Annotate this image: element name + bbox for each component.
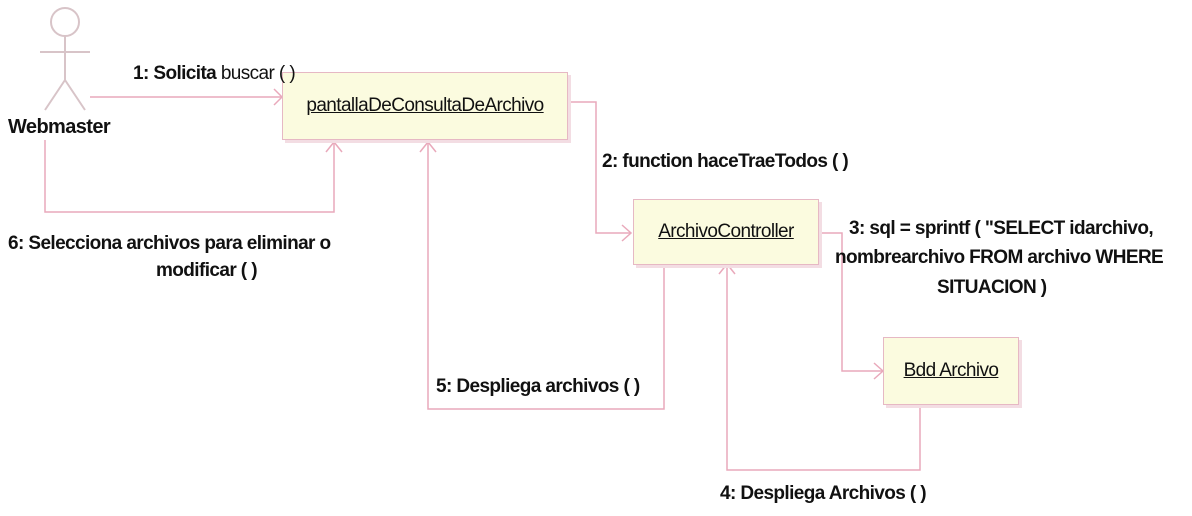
message-3-line-3: SITUACION ) — [937, 277, 1047, 298]
message-6-line-1: 6: Selecciona archivos para eliminar o — [8, 233, 331, 254]
object-controller-label: ArchivoController — [658, 221, 794, 242]
link-pantalla-controller — [566, 101, 633, 242]
message-2: 2: function haceTraeTodos ( ) — [602, 151, 849, 172]
actor-name: Webmaster — [8, 116, 111, 138]
link-actor-pantalla — [90, 88, 284, 106]
object-pantalla-label: pantallaDeConsultaDeArchivo — [306, 95, 544, 116]
link-return-pantalla — [44, 140, 343, 213]
object-pantalla[interactable]: pantallaDeConsultaDeArchivo — [282, 72, 568, 140]
object-bdd-label: Bdd Archivo — [903, 360, 999, 381]
object-bdd-archivo[interactable]: Bdd Archivo — [883, 337, 1019, 405]
message-1-prefix: 1: Solicita — [133, 63, 221, 84]
link-controller-pantalla — [419, 140, 665, 410]
message-1: 1: Solicita buscar ( ) — [133, 63, 296, 85]
message-4: 4: Despliega Archivos ( ) — [720, 483, 927, 504]
message-3-line-1: 3: sql = sprintf ( "SELECT idarchivo, — [849, 218, 1154, 239]
message-5: 5: Despliega archivos ( ) — [436, 376, 640, 397]
actor-figure — [40, 7, 90, 111]
message-1-operation: buscar ( ) — [220, 63, 296, 84]
object-archivo-controller[interactable]: ArchivoController — [633, 199, 819, 265]
message-3-line-2: nombrearchivo FROM archivo WHERE — [835, 247, 1164, 268]
message-6-line-2: modificar ( ) — [156, 260, 258, 281]
